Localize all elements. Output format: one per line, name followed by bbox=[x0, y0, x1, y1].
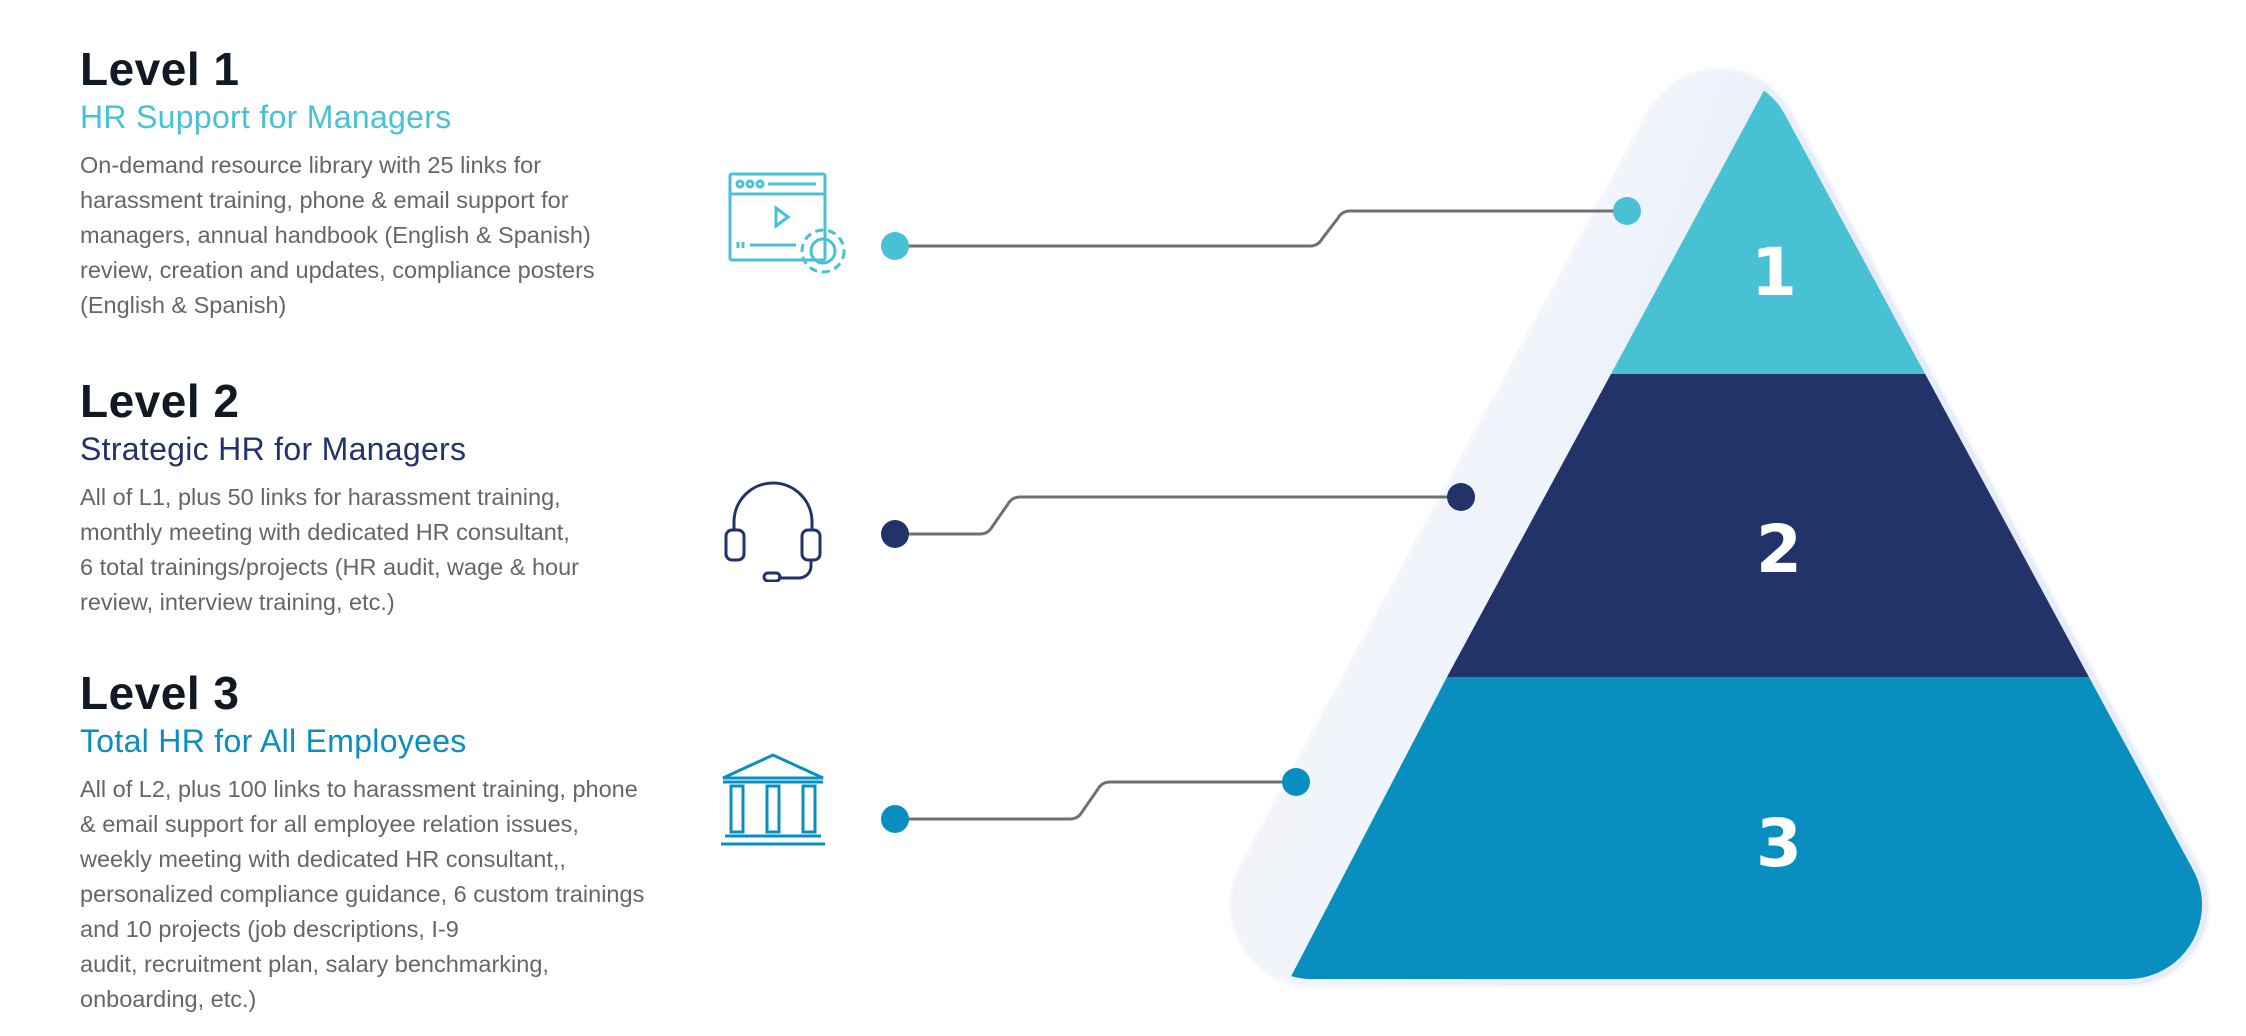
pyramid-tier-1[interactable] bbox=[1611, 83, 1926, 374]
connector-dot-left-2 bbox=[881, 520, 909, 548]
description-line: weekly meeting with dedicated HR consult… bbox=[80, 846, 566, 872]
description-line: (English & Spanish) bbox=[80, 292, 287, 318]
connector-dot-left-1 bbox=[881, 232, 909, 260]
tier-2-number: 2 bbox=[1756, 511, 1802, 588]
description-line: 6 total trainings/projects (HR audit, wa… bbox=[80, 554, 579, 580]
connector-line-2 bbox=[895, 495, 1461, 536]
level-2-block: Level 2 Strategic HR for Managers All of… bbox=[80, 378, 760, 620]
description-line: personalized compliance guidance, 6 cust… bbox=[80, 881, 645, 907]
level-1-block: Level 1 HR Support for Managers On-deman… bbox=[80, 46, 760, 323]
description-line: All of L1, plus 50 links for harassment … bbox=[80, 484, 561, 510]
institution-building-icon bbox=[721, 753, 825, 846]
description-line: and 10 projects (job descriptions, I-9 bbox=[80, 916, 459, 942]
description-line: review, interview training, etc.) bbox=[80, 589, 395, 615]
connector-line-1 bbox=[895, 209, 1627, 248]
description-line: harassment training, phone & email suppo… bbox=[80, 187, 569, 213]
level-3-heading: Level 3 bbox=[80, 667, 240, 719]
description-line: managers, annual handbook (English & Spa… bbox=[80, 222, 591, 248]
connector-dot-right-2 bbox=[1447, 483, 1475, 511]
tier-3-number: 3 bbox=[1756, 805, 1802, 882]
connector-dot-right-3 bbox=[1282, 768, 1310, 796]
description-line: All of L2, plus 100 links to harassment … bbox=[80, 776, 638, 802]
description-line: review, creation and updates, compliance… bbox=[80, 257, 595, 283]
description-line: & email support for all employee relatio… bbox=[80, 811, 579, 837]
connector-line-3 bbox=[895, 780, 1296, 821]
level-1-subtitle: HR Support for Managers bbox=[80, 99, 452, 135]
level-2-description: All of L1, plus 50 links for harassment … bbox=[80, 480, 760, 620]
tier-1-number: 1 bbox=[1751, 234, 1797, 311]
level-3-block: Level 3 Total HR for All Employees All o… bbox=[80, 670, 760, 1017]
level-3-description: All of L2, plus 100 links to harassment … bbox=[80, 772, 760, 1017]
pyramid-tier-2[interactable] bbox=[1447, 374, 2090, 677]
level-1-heading: Level 1 bbox=[80, 43, 240, 95]
pyramid-tier-3[interactable] bbox=[1284, 677, 2246, 990]
level-2-heading: Level 2 bbox=[80, 375, 240, 427]
level-1-description: On-demand resource library with 25 links… bbox=[80, 148, 760, 323]
connector-dot-left-3 bbox=[881, 805, 909, 833]
level-3-subtitle: Total HR for All Employees bbox=[80, 723, 467, 759]
description-line: onboarding, etc.) bbox=[80, 986, 257, 1012]
connector-dot-right-1 bbox=[1613, 197, 1641, 225]
description-line: On-demand resource library with 25 links… bbox=[80, 152, 542, 178]
video-settings-icon bbox=[728, 172, 846, 274]
description-line: monthly meeting with dedicated HR consul… bbox=[80, 519, 570, 545]
description-line: audit, recruitment plan, salary benchmar… bbox=[80, 951, 549, 977]
headset-icon bbox=[724, 481, 822, 582]
level-2-subtitle: Strategic HR for Managers bbox=[80, 431, 467, 467]
